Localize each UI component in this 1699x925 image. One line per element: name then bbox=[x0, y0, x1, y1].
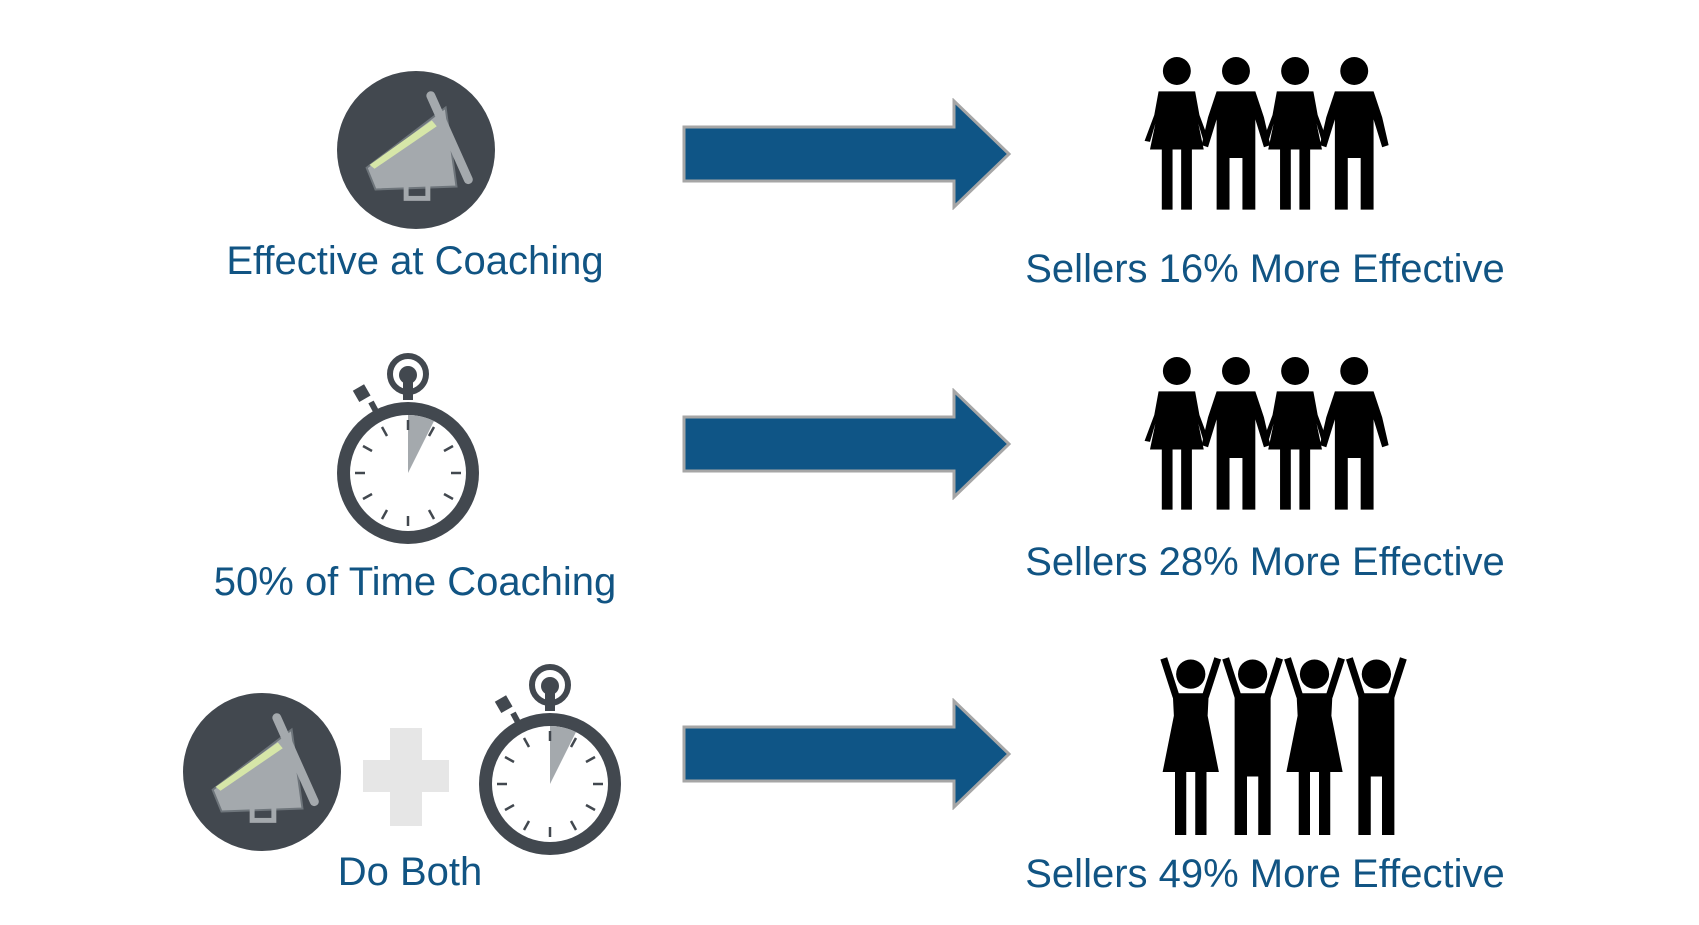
plus-icon bbox=[363, 728, 449, 826]
people-group-icon bbox=[1148, 655, 1418, 835]
row-2: 50% of Time Coaching Sellers 28% More Ef… bbox=[213, 0, 1505, 604]
stopwatch-icon bbox=[479, 663, 629, 858]
right-label: Sellers 49% More Effective bbox=[1025, 852, 1505, 896]
row-1: Effective at Coaching Sellers 16% More E… bbox=[0, 0, 1699, 300]
right-label: Sellers 16% More Effective bbox=[1025, 247, 1505, 291]
left-label: Do Both bbox=[337, 850, 483, 894]
left-label: 50% of Time Coaching bbox=[213, 560, 617, 604]
megaphone-icon bbox=[183, 693, 341, 851]
arrow-right-icon bbox=[682, 698, 1012, 810]
right-label: Sellers 28% More Effective bbox=[1025, 540, 1505, 584]
left-label: Effective at Coaching bbox=[226, 239, 604, 283]
